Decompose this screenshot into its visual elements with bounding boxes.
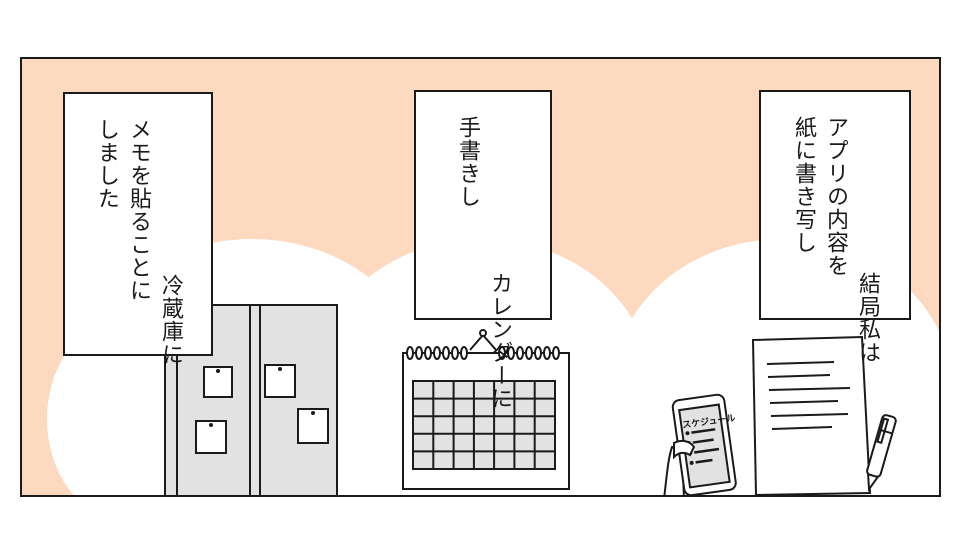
caption-calendar-text: カレンダーに 手書きし — [419, 116, 547, 410]
caption-paper: 結局私はアプリの内容を紙に書き写し — [759, 90, 911, 364]
caption-fridge-text: 冷蔵庫にメモを貼ることにしました — [58, 118, 218, 366]
caption-line: しました — [94, 118, 119, 210]
caption-line: アプリの内容を — [823, 116, 848, 277]
caption-fridge: 冷蔵庫にメモを貼ることにしました — [63, 92, 213, 366]
memo-note — [195, 364, 329, 454]
comic-panel: スケジュール 冷蔵庫にメモを貼ることにしまし — [20, 57, 941, 497]
caption-calendar: カレンダーに 手書きし — [414, 90, 552, 410]
wall-calendar-illustration — [402, 329, 570, 490]
caption-paper-text: 結局私はアプリの内容を紙に書き写し — [755, 116, 915, 364]
smartphone-illustration — [663, 393, 737, 495]
caption-line: 冷蔵庫に — [158, 274, 183, 366]
pen-illustration — [866, 414, 897, 493]
paper-sheet-illustration — [751, 335, 872, 495]
caption-line: 紙に書き写し — [791, 116, 816, 254]
caption-line: カレンダーに — [487, 272, 512, 410]
caption-line: メモを貼ることに — [126, 118, 151, 302]
panel-illustration: スケジュール — [47, 239, 939, 495]
caption-line: 手書きし — [455, 116, 480, 208]
caption-line: 結局私は — [855, 272, 880, 364]
